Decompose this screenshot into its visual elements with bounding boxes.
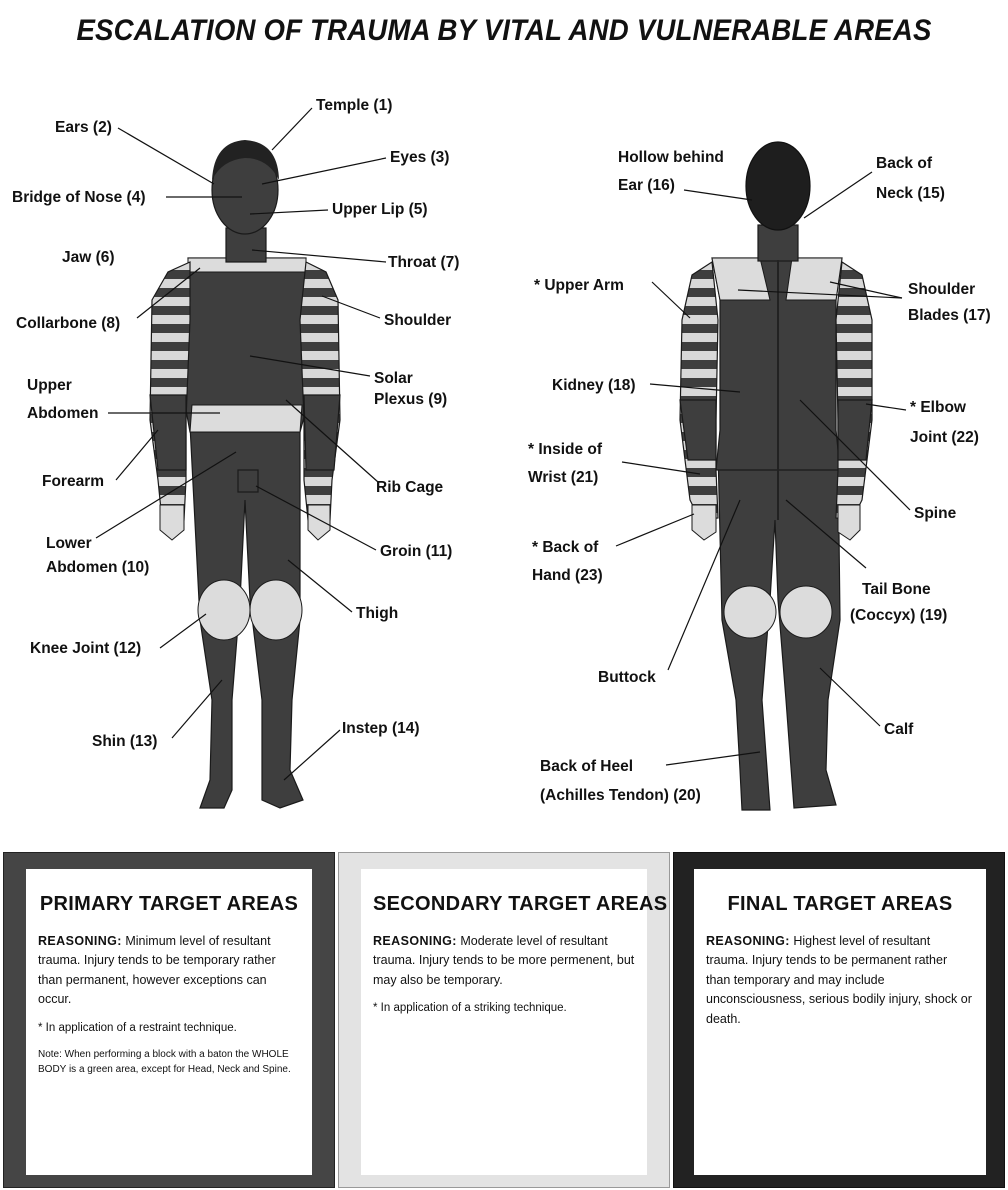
label-elbow-2: Joint (22) <box>910 429 979 446</box>
back-arm-right <box>836 262 872 520</box>
primary-panel-content: PRIMARY TARGET AREAS REASONING: Minimum … <box>26 869 312 1175</box>
label-hollow-1: Hollow behind <box>618 149 724 166</box>
label-wrist-2: Wrist (21) <box>528 469 598 486</box>
label-spine: Spine <box>914 505 957 522</box>
primary-panel: PRIMARY TARGET AREAS REASONING: Minimum … <box>3 852 335 1188</box>
label-instep: Instep (14) <box>342 720 420 737</box>
label-heel-1: Back of Heel <box>540 758 633 775</box>
label-shoulder: Shoulder <box>384 312 451 329</box>
label-blades-1: Shoulder <box>908 281 975 298</box>
label-knee: Knee Joint (12) <box>30 640 141 657</box>
back-hand-right <box>838 505 860 540</box>
secondary-panel: SECONDARY TARGET AREAS REASONING: Modera… <box>338 852 670 1188</box>
front-knee-right <box>250 580 302 640</box>
label-temple: Temple (1) <box>316 97 392 114</box>
secondary-reasoning-label: REASONING: <box>373 934 457 948</box>
label-lower-abdomen-1: Lower <box>46 535 92 552</box>
back-figure <box>680 142 872 810</box>
front-hand-left <box>160 505 184 540</box>
label-back-neck-1: Back of <box>876 155 933 172</box>
secondary-reasoning: REASONING: Moderate level of resultant t… <box>373 932 635 990</box>
target-area-panels: PRIMARY TARGET AREAS REASONING: Minimum … <box>3 852 1005 1188</box>
front-groin <box>238 470 258 492</box>
label-eyes: Eyes (3) <box>390 149 449 166</box>
label-collarbone: Collarbone (8) <box>16 315 120 332</box>
secondary-panel-content: SECONDARY TARGET AREAS REASONING: Modera… <box>361 869 647 1175</box>
label-calf: Calf <box>884 721 914 738</box>
back-forearm-right <box>838 400 872 460</box>
final-reasoning: REASONING: Highest level of resultant tr… <box>706 932 974 1029</box>
label-solar-2: Plexus (9) <box>374 391 447 408</box>
label-upper-abdomen-2: Abdomen <box>27 405 98 422</box>
back-knee-right <box>780 586 832 638</box>
front-figure <box>150 140 340 808</box>
front-upper-abdomen <box>190 405 302 432</box>
label-rib-cage: Rib Cage <box>376 479 444 496</box>
label-lower-abdomen-2: Abdomen (10) <box>46 559 149 576</box>
label-upper-abdomen-1: Upper <box>27 377 72 394</box>
label-throat: Throat (7) <box>388 254 459 271</box>
label-hand-1: * Back of <box>532 539 599 556</box>
label-tail-1: Tail Bone <box>862 581 931 598</box>
label-jaw: Jaw (6) <box>62 249 115 266</box>
back-shoulder-light-left <box>712 258 770 300</box>
label-elbow-1: * Elbow <box>910 399 967 416</box>
primary-small-note: Note: When performing a block with a bat… <box>38 1047 300 1077</box>
front-arm-left <box>150 262 190 520</box>
label-forearm: Forearm <box>42 473 104 490</box>
final-reasoning-label: REASONING: <box>706 934 790 948</box>
label-wrist-1: * Inside of <box>528 441 603 458</box>
final-title: FINAL TARGET AREAS <box>706 893 974 916</box>
back-hand-left <box>692 505 716 540</box>
back-head <box>746 142 810 230</box>
label-kidney: Kidney (18) <box>552 377 636 394</box>
primary-note: * In application of a restraint techniqu… <box>38 1020 300 1038</box>
primary-title: PRIMARY TARGET AREAS <box>38 893 300 916</box>
label-solar-1: Solar <box>374 370 413 387</box>
label-groin: Groin (11) <box>380 543 452 560</box>
label-blades-2: Blades (17) <box>908 307 991 324</box>
secondary-note: * In application of a striking technique… <box>373 1000 635 1018</box>
primary-reasoning-label: REASONING: <box>38 934 122 948</box>
body-diagram: Temple (1) Ears (2) Eyes (3) Bridge of N… <box>0 0 1008 850</box>
secondary-title: SECONDARY TARGET AREAS <box>373 893 635 916</box>
label-upper-lip: Upper Lip (5) <box>332 201 428 218</box>
label-ears: Ears (2) <box>55 119 112 136</box>
front-knee-left <box>198 580 250 640</box>
primary-reasoning: REASONING: Minimum level of resultant tr… <box>38 932 300 1010</box>
label-hand-2: Hand (23) <box>532 567 603 584</box>
back-arm-left <box>680 262 718 520</box>
label-thigh: Thigh <box>356 605 398 622</box>
label-upper-arm: * Upper Arm <box>534 277 624 294</box>
label-shin: Shin (13) <box>92 733 157 750</box>
label-tail-2: (Coccyx) (19) <box>850 607 947 624</box>
final-panel-content: FINAL TARGET AREAS REASONING: Highest le… <box>694 869 986 1175</box>
back-knee-left <box>724 586 776 638</box>
label-heel-2: (Achilles Tendon) (20) <box>540 787 701 804</box>
front-hand-right <box>308 505 330 540</box>
final-panel: FINAL TARGET AREAS REASONING: Highest le… <box>673 852 1005 1188</box>
label-buttock: Buttock <box>598 669 656 686</box>
label-bridge-nose: Bridge of Nose (4) <box>12 189 145 206</box>
label-hollow-2: Ear (16) <box>618 177 675 194</box>
label-back-neck-2: Neck (15) <box>876 185 945 202</box>
